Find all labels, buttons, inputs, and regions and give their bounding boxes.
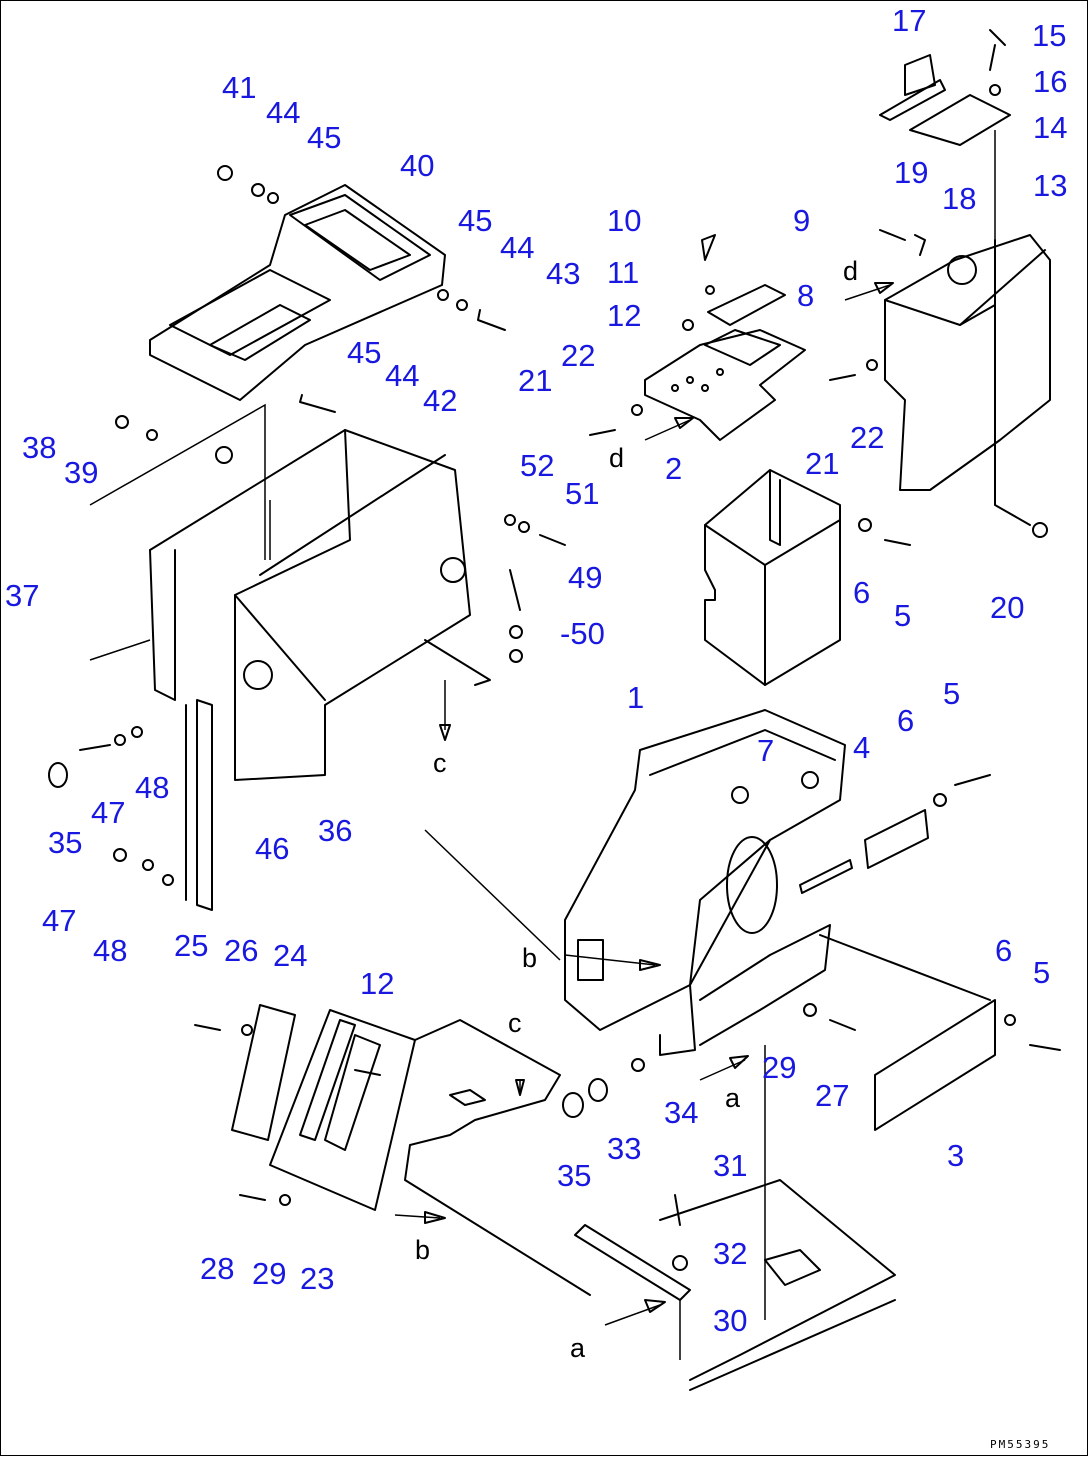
callout-49: 49: [568, 560, 603, 595]
callout-47: 47: [91, 795, 126, 830]
callout-42: 42: [423, 383, 458, 418]
callout-28: 28: [200, 1251, 235, 1286]
callout-5: 5: [943, 676, 961, 711]
callout-45: 45: [307, 120, 342, 155]
callout-6: 6: [897, 703, 915, 738]
callout-40: 40: [400, 148, 435, 183]
callout-51: 51: [565, 476, 600, 511]
callout-35: 35: [557, 1158, 592, 1193]
callout-52: 52: [520, 448, 555, 483]
callout-3: 3: [947, 1138, 965, 1173]
callout-12: 12: [360, 966, 395, 1001]
callout-11: 11: [607, 255, 640, 290]
drawing-code: PM55395: [990, 1438, 1051, 1451]
callout-23: 23: [300, 1261, 335, 1296]
callout-32: 32: [713, 1236, 748, 1271]
callout-36: 36: [318, 813, 353, 848]
callout-45: 45: [347, 335, 382, 370]
callout-44: 44: [500, 230, 535, 265]
part-30-rail: [574, 1224, 691, 1301]
callout-21: 21: [805, 446, 840, 481]
callout-29: 29: [252, 1256, 287, 1291]
part-14-cover: [909, 94, 1011, 146]
callout-15: 15: [1032, 18, 1067, 53]
callout-6: 6: [995, 933, 1013, 968]
callout-27: 27: [815, 1078, 850, 1113]
callout-8: 8: [797, 278, 815, 313]
callout-13: 13: [1033, 168, 1068, 203]
part-17-clip: [879, 54, 946, 121]
part-9-cover-plate: [707, 284, 786, 326]
leader-lines: [269, 130, 996, 1360]
callout-50-number: 50: [570, 616, 605, 651]
ref-a-upper: a: [725, 1083, 741, 1113]
callout-4: 4: [853, 730, 871, 765]
callout-39: 39: [64, 455, 99, 490]
callout-21: 21: [518, 363, 553, 398]
callout-2: 2: [665, 451, 683, 486]
callout-34: 34: [664, 1095, 699, 1130]
part-13-control-box: [884, 234, 1051, 526]
callout-5: 5: [894, 598, 912, 633]
base-frame: [659, 1179, 896, 1391]
ref-b-upper: b: [522, 943, 538, 973]
ref-b-lower: b: [415, 1235, 431, 1265]
callout-29: 29: [762, 1050, 797, 1085]
callout-18: 18: [942, 181, 977, 216]
callout-7: 7: [757, 733, 775, 768]
callout-17: 17: [892, 3, 927, 38]
callout-41: 41: [222, 70, 257, 105]
callout-14: 14: [1033, 110, 1068, 145]
callout-5: 5: [1033, 955, 1051, 990]
ref-a-lower: a: [570, 1333, 586, 1363]
callout-30: 30: [713, 1303, 748, 1338]
part-46-seal-strip: [185, 699, 213, 911]
part-3-side-plate: [819, 934, 996, 1131]
callout-6: 6: [853, 575, 871, 610]
fasteners: [48, 29, 1061, 1271]
callout-22: 22: [561, 338, 596, 373]
callout-25: 25: [174, 928, 209, 963]
callout-48: 48: [93, 933, 128, 968]
callout-44: 44: [266, 95, 301, 130]
callout-44: 44: [385, 358, 420, 393]
callout-48: 48: [135, 770, 170, 805]
ref-c-upper: c: [433, 748, 447, 778]
callout-38: 38: [22, 430, 57, 465]
part-2-bracket: [704, 469, 841, 686]
callout-16: 16: [1033, 64, 1068, 99]
part-37-panel-outline: [89, 403, 266, 661]
callout-43: 43: [546, 256, 581, 291]
callout-20: 20: [990, 590, 1025, 625]
callout-33: 33: [607, 1131, 642, 1166]
part-36-side-cover: [149, 429, 491, 781]
callout-12: 12: [607, 298, 642, 333]
part-8-mounting-plate: [644, 329, 806, 441]
callout-9: 9: [793, 203, 811, 238]
callout-47: 47: [42, 903, 77, 938]
callout-26: 26: [224, 933, 259, 968]
callout-31: 31: [713, 1148, 748, 1183]
ref-c-lower: c: [508, 1008, 522, 1038]
callout-45: 45: [458, 203, 493, 238]
callout-37: 37: [5, 578, 40, 613]
callout-1: 1: [627, 680, 645, 715]
callout-24: 24: [273, 938, 308, 973]
ref-d-upper: d: [843, 256, 859, 286]
callout-46: 46: [255, 831, 290, 866]
part-24-mat: [231, 1004, 296, 1141]
part-23-floor-plate: [269, 1009, 591, 1296]
callout-35: 35: [48, 825, 83, 860]
callout-10: 10: [607, 203, 642, 238]
part-1-console-frame: [564, 709, 846, 1056]
part-4-plate: [799, 809, 929, 894]
callout-22: 22: [850, 420, 885, 455]
ref-d-lower: d: [609, 443, 625, 473]
callout-19: 19: [894, 155, 929, 190]
callout-50: -50: [560, 616, 605, 651]
part-40-armrest-cover: [149, 184, 446, 401]
